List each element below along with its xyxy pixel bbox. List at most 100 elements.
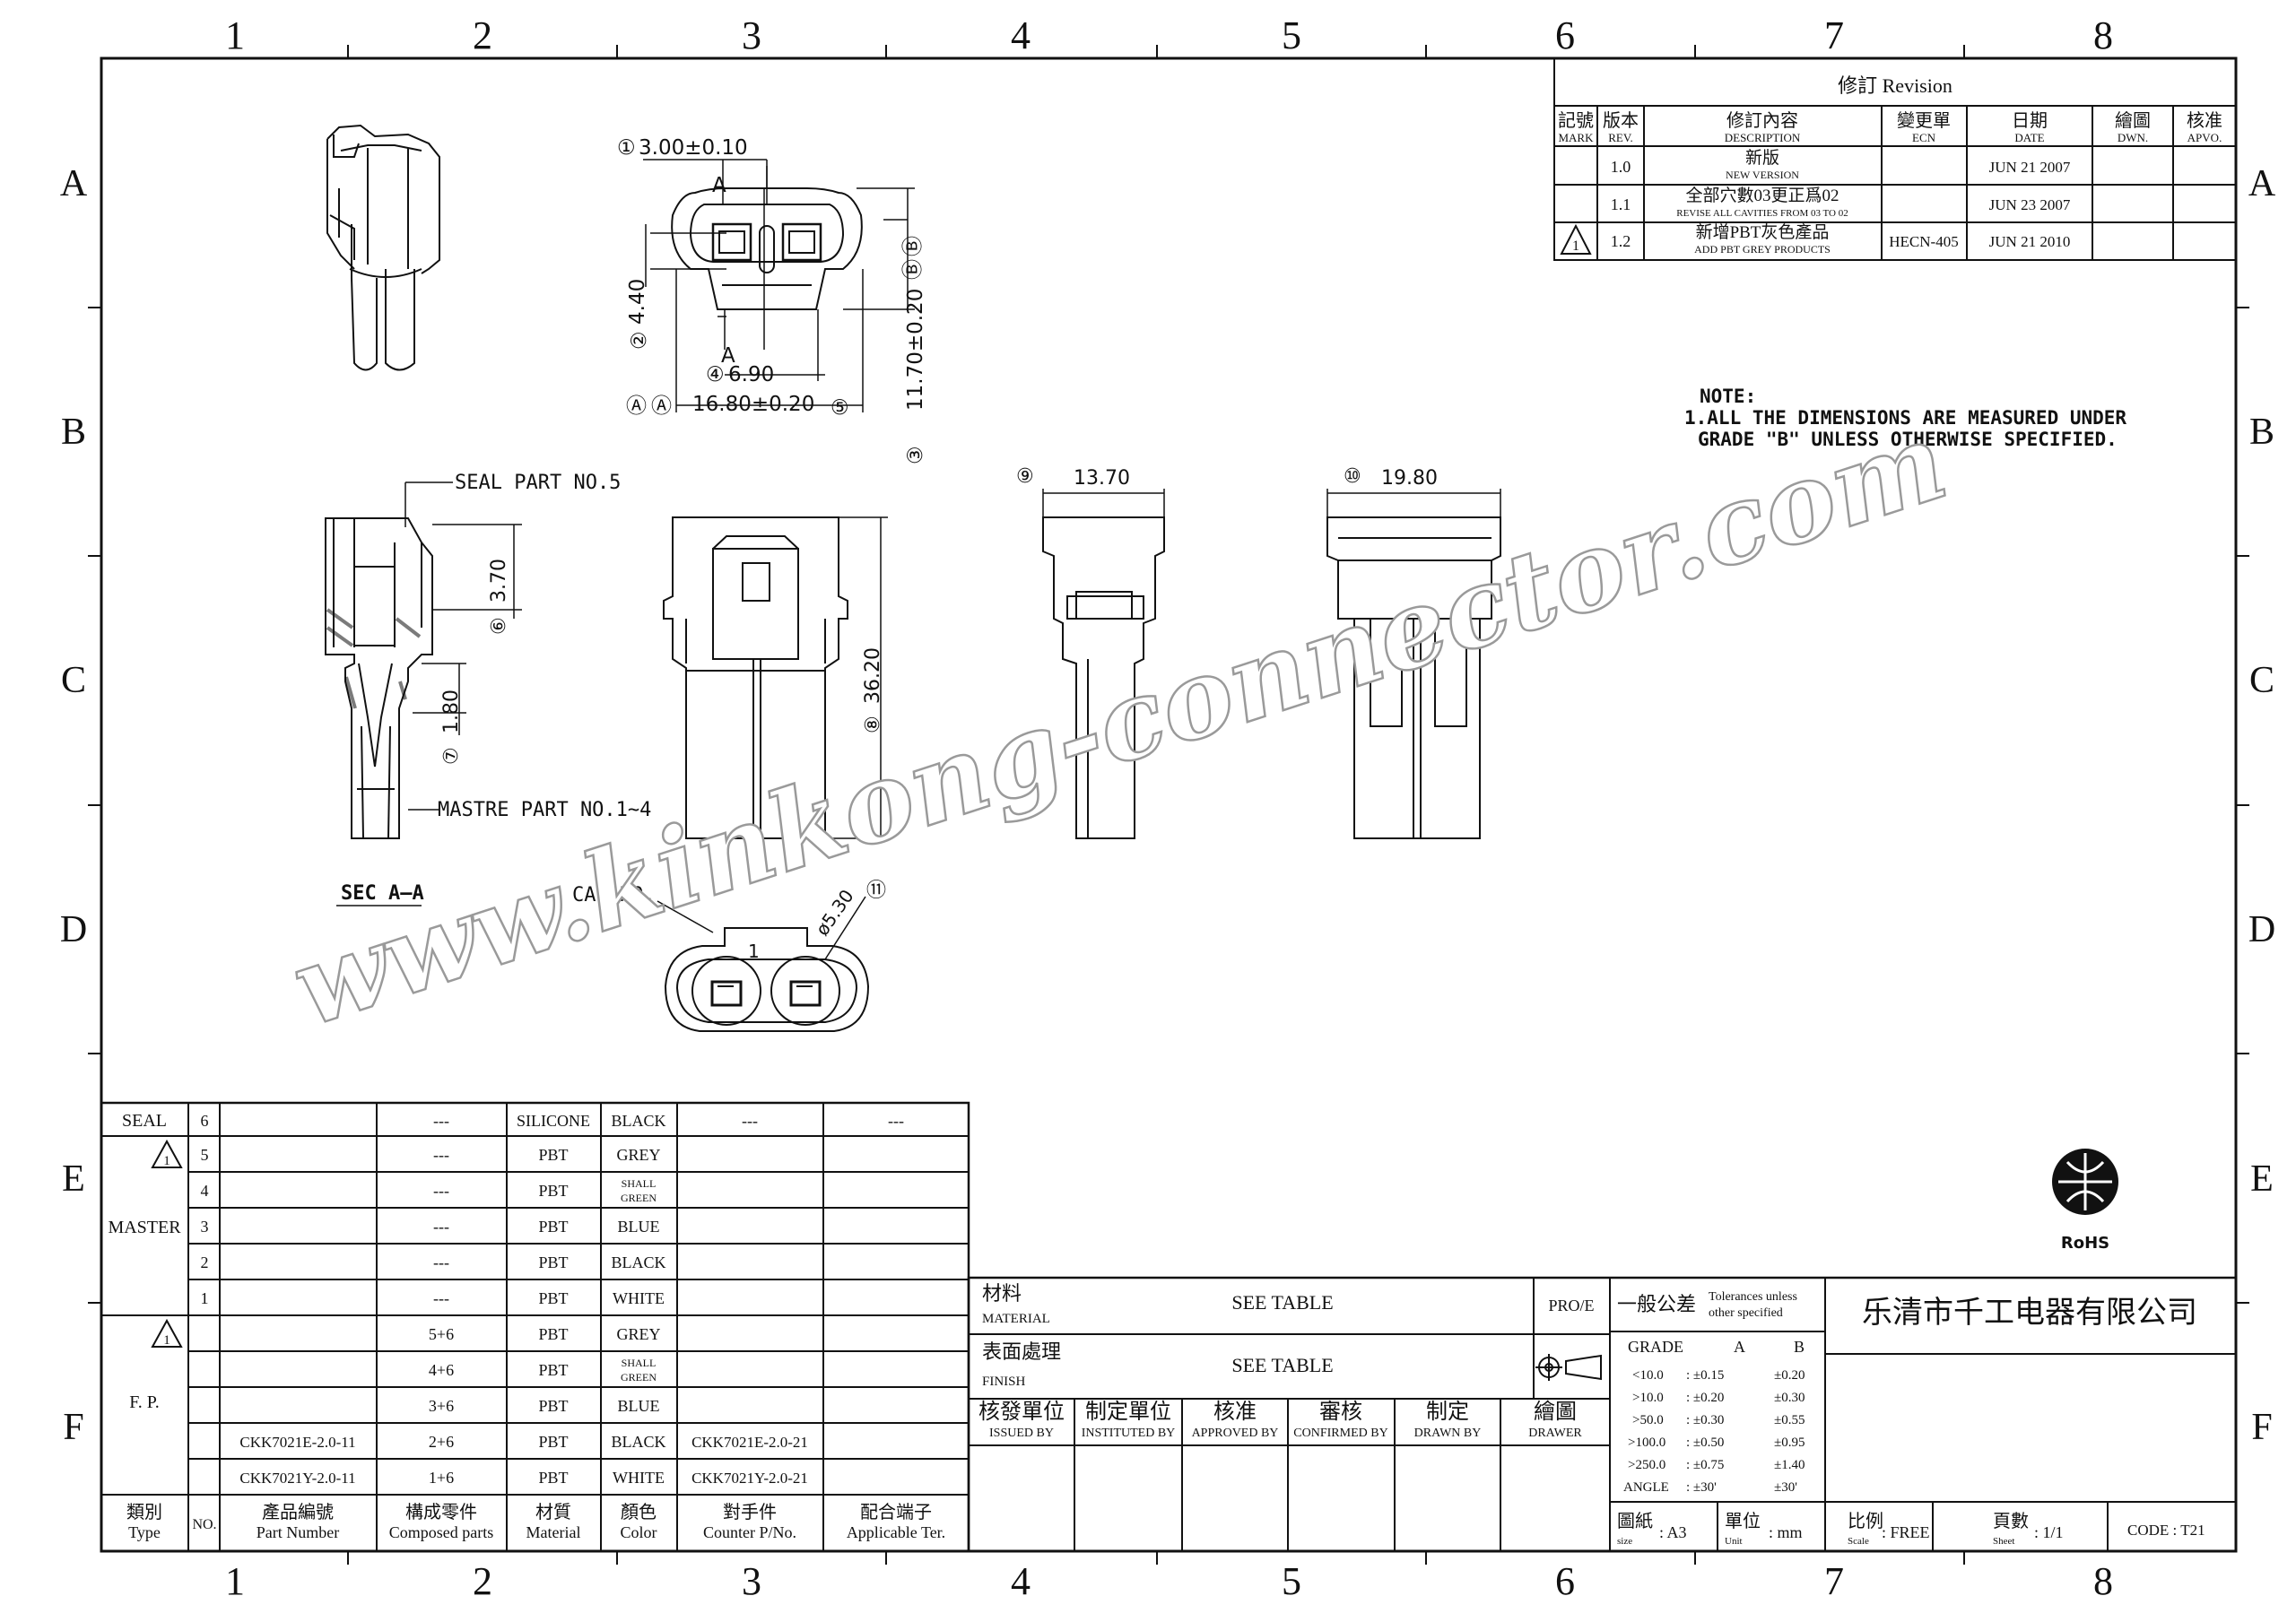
part-composed: 2+6 (429, 1433, 454, 1451)
part-no: 6 (201, 1112, 209, 1130)
part-number: CKK7021E-2.0-11 (239, 1434, 355, 1451)
part-composed: --- (433, 1289, 449, 1307)
front-elevation-view (663, 516, 848, 839)
part-color: BLACK (611, 1253, 665, 1271)
col-label: 4 (1011, 13, 1031, 57)
rohs-label: RoHS (2061, 1234, 2109, 1253)
warning-triangle-icon: 1 (151, 1139, 183, 1168)
sign-label: CONFIRMED BY (1293, 1427, 1387, 1440)
part-no: 1 (201, 1289, 209, 1307)
svg-text:1: 1 (1572, 239, 1579, 254)
part-composed: --- (433, 1146, 449, 1164)
tol-b: ±30' (1774, 1480, 1797, 1495)
dim-value: 3.00±0.10 (639, 136, 748, 160)
scale-label: 比例 (1848, 1511, 1883, 1531)
parts-header: 產品編號 (262, 1502, 334, 1522)
dim-callout: ② (628, 331, 651, 350)
dim-value: 6.90 (728, 363, 774, 386)
part-material: SILICONE (517, 1112, 590, 1130)
part-color: GREY (617, 1325, 661, 1343)
grade-header: GRADE (1628, 1338, 1683, 1356)
rev-header: 修訂內容 (1726, 110, 1798, 131)
sign-label: DRAWER (1528, 1427, 1582, 1440)
dim-callout: ⑥ (488, 617, 510, 635)
tol-a: : ±0.20 (1686, 1391, 1724, 1405)
col-label: 1 (225, 1559, 245, 1603)
sign-label: INSTITUTED BY (1082, 1427, 1176, 1440)
dim-callout: ④ (706, 363, 725, 386)
sheet-label: Sheet (1993, 1536, 2014, 1547)
grade-header: B (1794, 1338, 1805, 1356)
part-material: PBT (538, 1361, 568, 1379)
parts-header: Composed parts (389, 1523, 494, 1541)
part-counter: CKK7021Y-2.0-21 (691, 1470, 808, 1487)
part-number: CKK7021Y-2.0-11 (239, 1470, 355, 1487)
size-value: : A3 (1659, 1523, 1687, 1541)
part-color: SHALL (622, 1357, 657, 1369)
part-composed: --- (433, 1182, 449, 1200)
part-composed: 1+6 (429, 1469, 454, 1487)
watermark: www.kinkong-connector.com (278, 397, 1961, 1051)
projection-label: PRO/E (1548, 1297, 1594, 1314)
revision-title: 修訂 Revision (1838, 74, 1952, 97)
part-counter: --- (742, 1112, 758, 1130)
rev-cell: JUN 23 2007 (1989, 196, 2071, 213)
section-title: SEC A—A (341, 882, 424, 905)
rev-cell: 1.2 (1611, 232, 1631, 250)
parts-header: Counter P/No. (703, 1523, 796, 1541)
part-no: 2 (201, 1253, 209, 1271)
part-color: GREEN (621, 1371, 657, 1383)
master-part-label: MASTRE PART NO.1~4 (438, 799, 651, 821)
part-material: PBT (538, 1469, 568, 1487)
part-material: PBT (538, 1397, 568, 1415)
dim-value: 4.40 (626, 279, 649, 325)
col-label: 6 (1555, 13, 1575, 57)
datum-a: Ⓐ (626, 395, 647, 418)
front-face-dimensions (643, 159, 915, 412)
tol-b: ±0.30 (1774, 1391, 1805, 1405)
part-material: PBT (538, 1289, 568, 1307)
sign-label: 制定 (1426, 1400, 1469, 1424)
tolerance-label: 一般公差 (1617, 1293, 1696, 1315)
scale-label: Scale (1848, 1536, 1869, 1547)
tol-range: >50.0 (1632, 1413, 1664, 1427)
dim-value: 13.70 (1074, 467, 1130, 490)
rev-cell: 新版 (1745, 148, 1779, 168)
part-material: PBT (538, 1146, 568, 1164)
section-dimensions (336, 481, 522, 906)
dim-callout: ⑧ (862, 716, 884, 733)
part-composed: --- (433, 1253, 449, 1271)
rev-header: DESCRIPTION (1725, 131, 1801, 144)
tol-a: : ±0.75 (1686, 1458, 1724, 1472)
size-label: size (1617, 1536, 1632, 1547)
col-label: 8 (2093, 1559, 2113, 1603)
parts-header: 配合端子 (860, 1502, 932, 1522)
parts-header: 顏色 (621, 1502, 657, 1522)
parts-header: Applicable Ter. (847, 1523, 945, 1541)
rev-cell: 1.0 (1611, 158, 1631, 176)
rev-cell: JUN 21 2007 (1989, 159, 2071, 176)
dim-callout: ⑩ (1344, 465, 1361, 488)
sign-label: 繪圖 (1534, 1400, 1577, 1424)
seal-part-label: SEAL PART NO.5 (455, 472, 621, 494)
part-composed: 4+6 (429, 1361, 454, 1379)
col-label: 5 (1282, 13, 1301, 57)
sign-label: DRAWN BY (1414, 1427, 1482, 1440)
datum-b: Ⓑ (901, 236, 925, 256)
part-color: WHITE (613, 1469, 665, 1487)
sheet-value: : 1/1 (2034, 1523, 2064, 1541)
dim-callout: ⑤ (831, 396, 849, 420)
parts-header: 材質 (535, 1502, 571, 1522)
part-material: PBT (538, 1253, 568, 1271)
dim-value: 36.20 (862, 647, 884, 704)
col-label: 3 (742, 1559, 761, 1603)
tol-range: >100.0 (1628, 1436, 1665, 1450)
dim-callout: ⑪ (866, 880, 886, 902)
dim-callout: ① (617, 136, 636, 160)
material-label: MATERIAL (982, 1312, 1050, 1326)
row-label: B (61, 412, 86, 453)
cavity-number-label: CAV NO. (572, 884, 656, 906)
tol-b: ±1.40 (1774, 1458, 1805, 1472)
frame-ticks (88, 45, 2249, 1565)
rev-header: 變更單 (1897, 110, 1951, 131)
